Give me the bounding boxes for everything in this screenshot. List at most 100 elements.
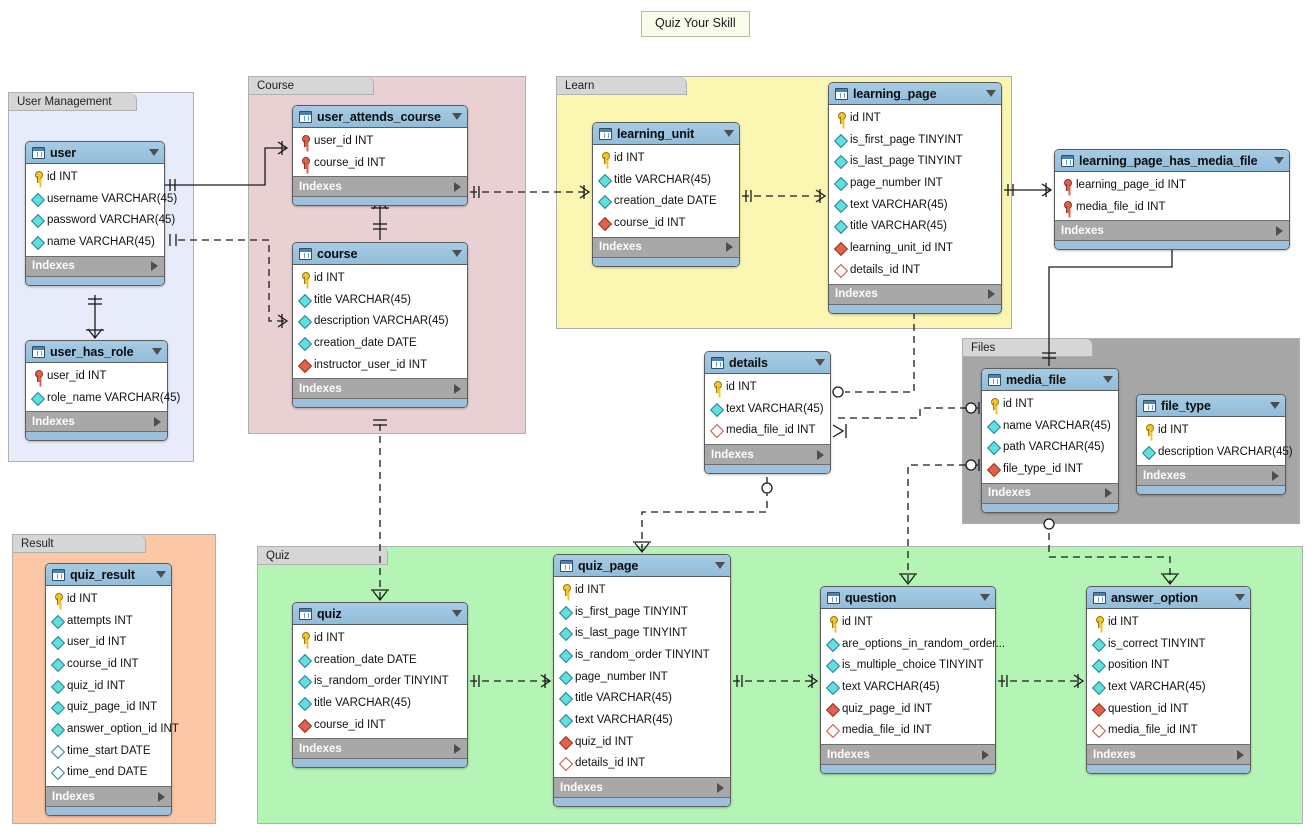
chevron-down-icon[interactable]	[724, 130, 734, 137]
chevron-down-icon[interactable]	[815, 359, 825, 366]
chevron-right-icon[interactable]	[1105, 488, 1112, 499]
column-row[interactable]: media_file_id INT	[1055, 196, 1289, 218]
chevron-down-icon[interactable]	[980, 594, 990, 601]
chevron-down-icon[interactable]	[1274, 157, 1284, 164]
column-row[interactable]: course_id INT	[293, 152, 467, 174]
chevron-right-icon[interactable]	[158, 791, 165, 802]
column-row[interactable]: position INT	[1087, 654, 1250, 676]
column-row[interactable]: title VARCHAR(45)	[293, 692, 467, 714]
column-row[interactable]: username VARCHAR(45)	[26, 188, 177, 210]
chevron-right-icon[interactable]	[817, 449, 824, 460]
table-header-learning_page[interactable]: learning_page	[829, 83, 1001, 105]
column-row[interactable]: file_type_id INT	[982, 458, 1118, 480]
indexes-section-user_attends_course[interactable]: Indexes	[293, 176, 467, 197]
column-row[interactable]: answer_option_id INT	[46, 718, 179, 740]
column-row[interactable]: password VARCHAR(45)	[26, 209, 175, 231]
column-row[interactable]: text VARCHAR(45)	[554, 709, 730, 731]
chevron-down-icon[interactable]	[1235, 594, 1245, 601]
column-row[interactable]: course_id INT	[593, 212, 739, 234]
chevron-down-icon[interactable]	[452, 610, 462, 617]
table-header-user_attends_course[interactable]: user_attends_course	[293, 106, 467, 128]
chevron-right-icon[interactable]	[982, 749, 989, 760]
chevron-right-icon[interactable]	[726, 242, 733, 253]
chevron-down-icon[interactable]	[156, 571, 166, 578]
column-row[interactable]: attempts INT	[46, 610, 171, 632]
column-row[interactable]: id INT	[829, 107, 1001, 129]
column-row[interactable]: details_id INT	[554, 753, 730, 775]
table-header-quiz[interactable]: quiz	[293, 603, 467, 625]
column-row[interactable]: creation_date DATE	[593, 190, 739, 212]
column-row[interactable]: media_file_id INT	[705, 419, 830, 441]
column-row[interactable]: media_file_id INT	[821, 719, 995, 741]
column-row[interactable]: instructor_user_id INT	[293, 354, 467, 376]
column-row[interactable]: id INT	[593, 147, 739, 169]
table-header-learning_unit[interactable]: learning_unit	[593, 123, 739, 145]
column-row[interactable]: id INT	[1087, 611, 1250, 633]
chevron-down-icon[interactable]	[715, 562, 725, 569]
column-row[interactable]: details_id INT	[829, 259, 1001, 281]
column-row[interactable]: text VARCHAR(45)	[1087, 676, 1250, 698]
column-row[interactable]: creation_date DATE	[293, 649, 467, 671]
column-row[interactable]: learning_unit_id INT	[829, 237, 1001, 259]
indexes-section-quiz[interactable]: Indexes	[293, 738, 467, 759]
indexes-section-quiz_page[interactable]: Indexes	[554, 777, 730, 798]
column-row[interactable]: quiz_page_id INT	[821, 698, 995, 720]
indexes-section-learning_page_has_media_file[interactable]: Indexes	[1055, 220, 1289, 241]
column-row[interactable]: text VARCHAR(45)	[821, 676, 995, 698]
indexes-section-learning_unit[interactable]: Indexes	[593, 236, 739, 257]
chevron-right-icon[interactable]	[454, 743, 461, 754]
chevron-right-icon[interactable]	[1237, 749, 1244, 760]
table-header-learning_page_has_media_file[interactable]: learning_page_has_media_file	[1055, 150, 1289, 172]
indexes-section-quiz_result[interactable]: Indexes	[46, 786, 171, 807]
column-row[interactable]: id INT	[46, 588, 171, 610]
chevron-right-icon[interactable]	[717, 782, 724, 793]
table-header-media_file[interactable]: media_file	[982, 369, 1118, 391]
column-row[interactable]: quiz_page_id INT	[46, 696, 171, 718]
column-row[interactable]: question_id INT	[1087, 698, 1250, 720]
column-row[interactable]: title VARCHAR(45)	[554, 687, 730, 709]
column-row[interactable]: time_end DATE	[46, 762, 171, 784]
table-header-quiz_page[interactable]: quiz_page	[554, 555, 730, 577]
indexes-section-user[interactable]: Indexes	[26, 255, 164, 276]
table-header-question[interactable]: question	[821, 587, 995, 609]
indexes-section-course[interactable]: Indexes	[293, 378, 467, 399]
table-header-quiz_result[interactable]: quiz_result	[46, 564, 171, 586]
chevron-right-icon[interactable]	[154, 416, 161, 427]
indexes-section-answer_option[interactable]: Indexes	[1087, 744, 1250, 765]
chevron-down-icon[interactable]	[1270, 402, 1280, 409]
column-row[interactable]: role_name VARCHAR(45)	[26, 387, 180, 409]
column-row[interactable]: name VARCHAR(45)	[26, 231, 164, 253]
column-row[interactable]: id INT	[821, 611, 995, 633]
column-row[interactable]: course_id INT	[46, 653, 171, 675]
column-row[interactable]: id INT	[705, 376, 830, 398]
column-row[interactable]: id INT	[293, 267, 467, 289]
column-row[interactable]: are_options_in_random_order...	[821, 633, 1005, 655]
chevron-down-icon[interactable]	[986, 90, 996, 97]
table-header-answer_option[interactable]: answer_option	[1087, 587, 1250, 609]
chevron-down-icon[interactable]	[1103, 376, 1113, 383]
column-row[interactable]: course_id INT	[293, 714, 467, 736]
indexes-section-learning_page[interactable]: Indexes	[829, 283, 1001, 304]
chevron-right-icon[interactable]	[988, 289, 995, 299]
column-row[interactable]: quiz_id INT	[46, 675, 171, 697]
column-row[interactable]: text VARCHAR(45)	[829, 194, 1001, 216]
column-row[interactable]: user_id INT	[26, 365, 167, 387]
column-row[interactable]: user_id INT	[46, 631, 171, 653]
column-row[interactable]: creation_date DATE	[293, 332, 467, 354]
table-header-file_type[interactable]: file_type	[1137, 395, 1285, 417]
column-row[interactable]: title VARCHAR(45)	[829, 215, 1001, 237]
chevron-down-icon[interactable]	[452, 250, 462, 257]
indexes-section-media_file[interactable]: Indexes	[982, 482, 1118, 503]
column-row[interactable]: title VARCHAR(45)	[293, 289, 467, 311]
column-row[interactable]: is_first_page TINYINT	[554, 601, 730, 623]
indexes-section-question[interactable]: Indexes	[821, 744, 995, 765]
column-row[interactable]: text VARCHAR(45)	[705, 398, 830, 420]
column-row[interactable]: id INT	[26, 166, 164, 188]
